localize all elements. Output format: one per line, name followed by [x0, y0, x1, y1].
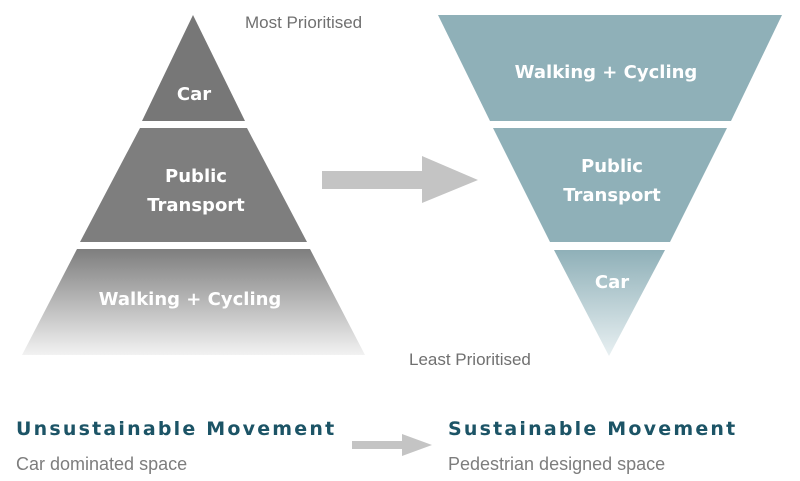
right-tier-public-transport — [493, 128, 727, 242]
most-prioritised-label: Most Prioritised — [245, 13, 362, 32]
left-caption-subtitle: Car dominated space — [16, 454, 188, 474]
left-tier-walking-cycling-label: Walking + Cycling — [99, 289, 282, 310]
left-tier-public-transport — [80, 128, 307, 242]
right-caption-subtitle: Pedestrian designed space — [448, 454, 666, 474]
caption-arrow-icon — [352, 434, 432, 456]
least-prioritised-label: Least Prioritised — [409, 350, 531, 369]
right-tier-public-transport-label-2: Transport — [563, 185, 661, 206]
left-caption-title: Unsustainable Movement — [16, 418, 337, 440]
transition-arrow-icon — [322, 156, 478, 203]
right-tier-car-label: Car — [595, 272, 629, 293]
right-tier-walking-cycling-label: Walking + Cycling — [515, 62, 698, 83]
left-tier-public-transport-label-1: Public — [165, 166, 227, 187]
left-tier-public-transport-label-2: Transport — [147, 195, 245, 216]
right-pyramid: Walking + Cycling Public Transport Car — [438, 15, 782, 356]
left-tier-car — [142, 15, 245, 121]
right-tier-car — [554, 250, 665, 356]
left-tier-walking-cycling — [22, 249, 365, 355]
right-tier-public-transport-label-1: Public — [581, 156, 643, 177]
right-caption-title: Sustainable Movement — [448, 418, 738, 440]
left-tier-car-label: Car — [177, 84, 211, 105]
right-tier-walking-cycling — [438, 15, 782, 121]
left-pyramid: Car Public Transport Walking + Cycling — [22, 15, 365, 355]
